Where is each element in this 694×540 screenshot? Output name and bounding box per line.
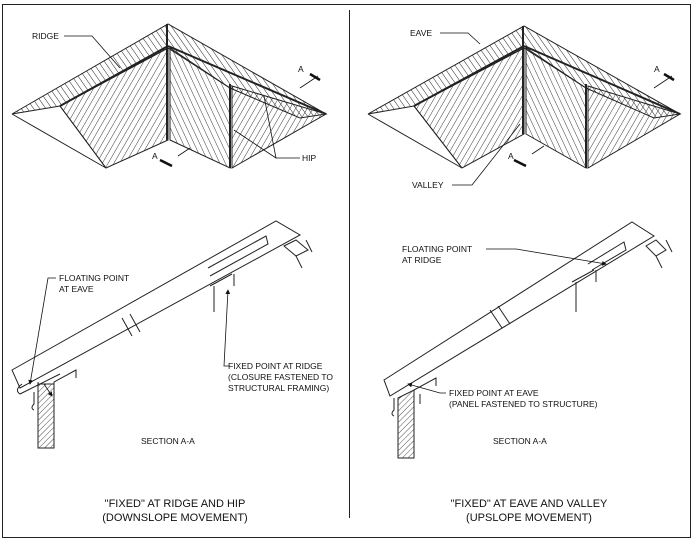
caption-line-1: "FIXED" AT RIDGE AND HIP <box>104 498 246 510</box>
eave-label: EAVE <box>410 28 433 38</box>
fixed-point-label: (PANEL FASTENED TO STRUCTURE) <box>449 399 598 409</box>
section-mark-a: A <box>508 151 514 161</box>
section-title: SECTION A-A <box>141 436 195 446</box>
section-mark-a: A <box>654 64 660 74</box>
caption-line-1: "FIXED" AT EAVE AND VALLEY <box>450 498 608 510</box>
ridge-label: RIDGE <box>32 31 59 41</box>
right-plan-leaders <box>440 32 675 186</box>
right-section <box>383 221 673 459</box>
valley-label: VALLEY <box>412 180 444 190</box>
section-mark-a: A <box>152 151 158 161</box>
right-roof-plan <box>367 25 682 169</box>
hip-label: HIP <box>302 153 317 163</box>
floating-point-label: FLOATING POINT <box>59 273 130 283</box>
left-roof-plan <box>11 23 328 169</box>
fixed-point-label: STRUCTURAL FRAMING) <box>228 383 330 393</box>
section-mark-a: A <box>298 64 304 74</box>
section-title: SECTION A-A <box>493 436 547 446</box>
fixed-point-label: FIXED POINT AT EAVE <box>449 388 539 398</box>
left-section-leaders <box>28 277 231 397</box>
left-section <box>11 220 313 449</box>
right-section-leaders <box>407 248 607 394</box>
left-caption: "FIXED" AT RIDGE AND HIP (DOWNSLOPE MOVE… <box>25 497 325 525</box>
drawing-frame <box>2 4 691 538</box>
panel-divider <box>349 10 350 518</box>
fixed-point-label: (CLOSURE FASTENED TO <box>228 372 334 382</box>
right-caption: "FIXED" AT EAVE AND VALLEY (UPSLOPE MOVE… <box>379 497 679 525</box>
floating-point-label: AT EAVE <box>59 284 94 294</box>
caption-line-2: (DOWNSLOPE MOVEMENT) <box>102 512 248 524</box>
floating-point-label: AT RIDGE <box>402 255 442 265</box>
fixed-point-label: FIXED POINT AT RIDGE <box>228 361 323 371</box>
floating-point-label: FLOATING POINT <box>402 244 473 254</box>
left-plan-leaders <box>64 35 321 168</box>
caption-line-2: (UPSLOPE MOVEMENT) <box>466 512 592 524</box>
